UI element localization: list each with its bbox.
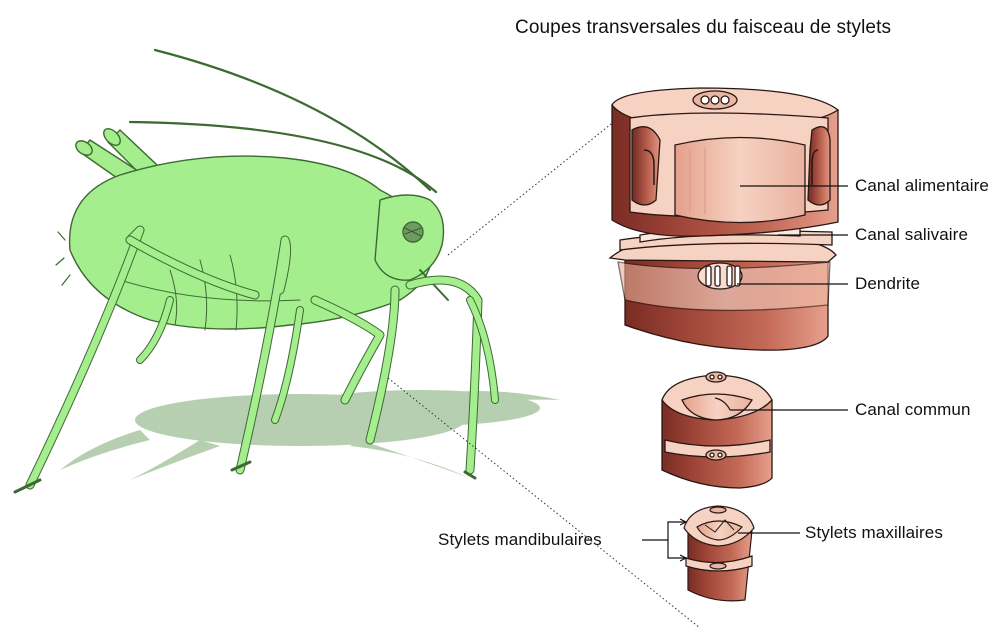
label-stylets-mandibulaires: Stylets mandibulaires — [438, 530, 602, 550]
stylet-cross-section-small — [684, 506, 754, 601]
stylet-cross-section-medium — [662, 372, 772, 488]
label-canal-commun: Canal commun — [855, 400, 971, 420]
alimentary-canal — [675, 138, 805, 223]
label-canal-salivaire: Canal salivaire — [855, 225, 968, 245]
bracket-stylets-mandibulaires — [642, 522, 685, 558]
label-canal-alimentaire: Canal alimentaire — [855, 176, 989, 196]
label-stylets-maxillaires: Stylets maxillaires — [805, 523, 943, 543]
diagram-title: Coupes transversales du faisceau de styl… — [515, 17, 891, 39]
stylet-cross-section-large — [610, 88, 838, 350]
aphid-shadow — [60, 390, 560, 480]
label-dendrite: Dendrite — [855, 274, 920, 294]
